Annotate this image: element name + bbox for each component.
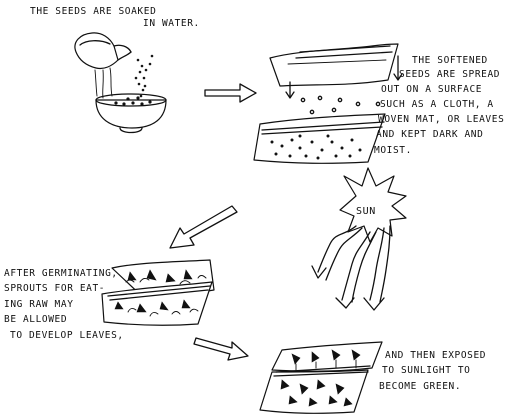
pouring-seeds-icon [134, 54, 154, 98]
step2-caption-line-6: AND KEPT DARK AND [376, 129, 483, 140]
arrow-icon [193, 337, 249, 361]
step4-caption-line-1: AND THEN EXPOSED [385, 350, 486, 361]
arrow-icon [169, 205, 238, 249]
step2-caption-line-1: THE SOFTENED [412, 55, 488, 66]
step4-caption: AND THEN EXPOSED TO SUNLIGHT TO BECOME G… [379, 350, 486, 392]
arrow-icon [204, 83, 257, 103]
step3-caption-line-1: AFTER GERMINATING, [4, 268, 118, 279]
step3-caption-line-4: BE ALLOWED [4, 314, 67, 325]
sun-label: SUN [356, 206, 376, 217]
step2-caption-line-2: SEEDS ARE SPREAD [399, 69, 500, 80]
sprout-icon [280, 349, 361, 407]
step4-caption-line-3: BECOME GREEN. [379, 381, 461, 392]
green-sprout-cloth-icon [259, 341, 383, 414]
sprout-icon [114, 269, 207, 317]
sun-icon: SUN [339, 167, 407, 243]
cloth-icon [253, 43, 403, 164]
step2-caption-line-5: WOVEN MAT, OR LEAVES [378, 114, 504, 125]
step1-caption: THE SEEDS ARE SOAKED IN WATER. [30, 6, 200, 29]
step1-caption-line-1: THE SEEDS ARE SOAKED [30, 6, 156, 17]
water-pitcher-icon [74, 32, 132, 99]
seeds-on-cloth [270, 134, 362, 160]
step3-caption-line-3: ING RAW MAY [4, 299, 74, 310]
step2-caption: THE SOFTENED SEEDS ARE SPREAD OUT ON A S… [374, 55, 504, 156]
step2-caption-line-4: SUCH AS A CLOTH, A [380, 99, 494, 110]
step3-caption: AFTER GERMINATING, SPROUTS FOR EAT- ING … [4, 268, 124, 341]
step2-caption-line-7: MOIST. [374, 145, 412, 156]
bowl-icon [95, 93, 167, 134]
step3-caption-line-2: SPROUTS FOR EAT- [4, 283, 105, 294]
sunlight-rays [311, 225, 391, 311]
step1-caption-line-2: IN WATER. [143, 18, 200, 29]
step3-caption-line-5: TO DEVELOP LEAVES, [10, 330, 124, 341]
step4-caption-line-2: TO SUNLIGHT TO [382, 365, 470, 376]
sprout-cloth-icon [101, 259, 215, 326]
step2-caption-line-3: OUT ON A SURFACE [381, 84, 482, 95]
